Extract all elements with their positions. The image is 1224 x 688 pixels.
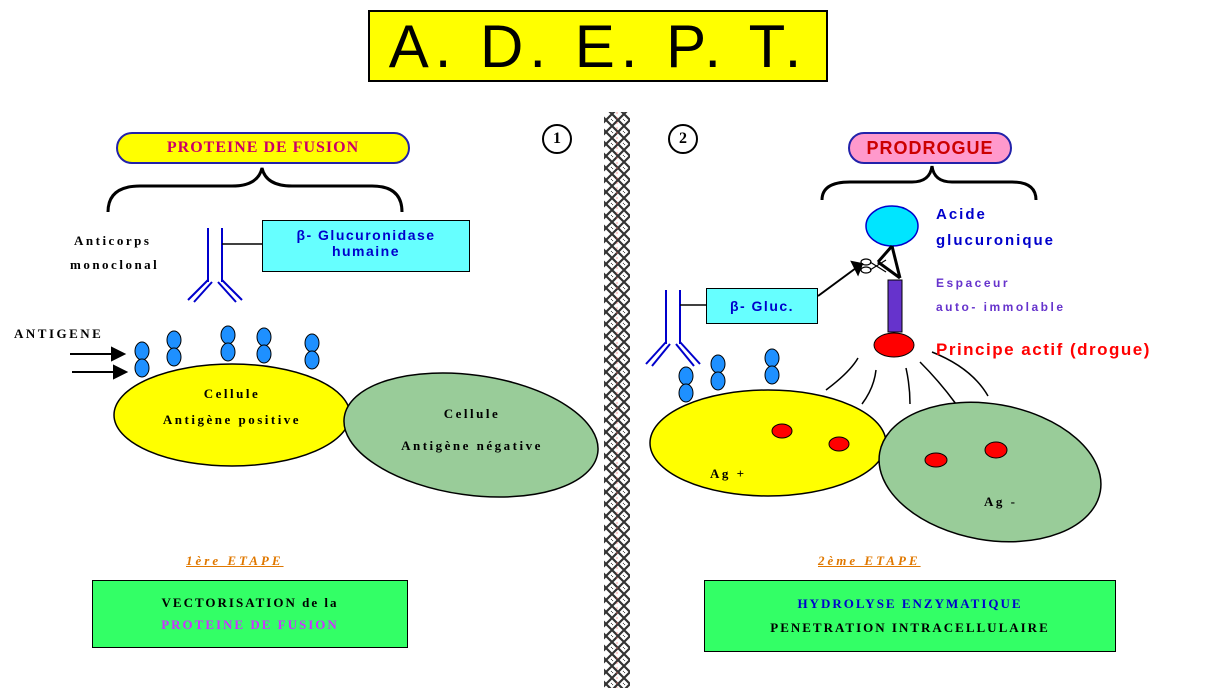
step-label-2: 2ème ETAPE: [818, 553, 921, 568]
vectorisation-line-2: PROTEINE DE FUSION: [161, 617, 339, 632]
hydrolyse-line-1: HYDROLYSE ENZYMATIQUE: [797, 596, 1023, 611]
cell-positive-label-1: Cellule: [203, 386, 261, 401]
antigen-arrows: [70, 346, 129, 380]
enzyme-short-box: β- Gluc.: [706, 288, 818, 324]
cell-negative-label-1: Cellule: [443, 406, 501, 421]
antigen-label: ANTIGENE: [14, 326, 104, 341]
active-drug-shape: [873, 332, 915, 358]
cell-negative-label-2: Antigène négative: [401, 438, 543, 453]
ag-positive-label: Ag +: [710, 466, 747, 481]
antibody-shape-right: [645, 290, 701, 367]
antibody-shape: [187, 228, 243, 303]
fusion-brace: [106, 167, 404, 213]
acid-label-1: Acide: [936, 206, 987, 223]
spacer-label-2: auto- immolable: [936, 300, 1066, 314]
linker-shape: [876, 245, 902, 280]
release-arcs: [825, 351, 989, 405]
fusion-protein-pill: PROTEINE DE FUSION: [116, 132, 410, 164]
drug-particles: [771, 423, 1008, 468]
hydrolyse-box: HYDROLYSE ENZYMATIQUE PENETRATION INTRAC…: [704, 580, 1116, 652]
antigens-right: [678, 348, 780, 403]
antibody-label-2: monoclonal: [70, 257, 160, 272]
cell-ag-negative: [878, 401, 1102, 543]
glucuronic-acid-shape: [865, 205, 919, 247]
cleavage-arrow: [817, 260, 864, 297]
prodrogue-pill: PRODROGUE: [848, 132, 1012, 164]
scissors-icon: [860, 258, 887, 274]
vectorisation-line-1: VECTORISATION de la: [161, 595, 339, 610]
step-number-1: 1: [542, 124, 572, 154]
main-title: A. D. E. P. T.: [368, 10, 828, 82]
active-principle-label: Principe actif (drogue): [936, 340, 1151, 359]
enzyme-label-1: β- Glucuronidase: [296, 227, 436, 243]
prodrogue-brace: [820, 165, 1038, 201]
vectorisation-box: VECTORISATION de la PROTEINE DE FUSION: [92, 580, 408, 648]
antigens-left: [134, 325, 320, 378]
enzyme-label-2: humaine: [331, 243, 401, 259]
spacer-label-1: Espaceur: [936, 276, 1011, 290]
step-number-2: 2: [668, 124, 698, 154]
enzyme-box: β- Glucuronidase humaine: [262, 220, 470, 272]
hydrolyse-line-2: PENETRATION INTRACELLULAIRE: [770, 620, 1050, 635]
cell-positive-label-2: Antigène positive: [162, 412, 302, 427]
antibody-label-1: Anticorps: [74, 233, 152, 248]
step-label-1: 1ère ETAPE: [186, 553, 284, 568]
spacer-bar: [887, 279, 903, 333]
ag-negative-label: Ag -: [984, 494, 1018, 509]
cell-ag-positive: [649, 389, 887, 497]
acid-label-2: glucuronique: [936, 232, 1055, 249]
cell-antigen-negative: [343, 372, 599, 498]
